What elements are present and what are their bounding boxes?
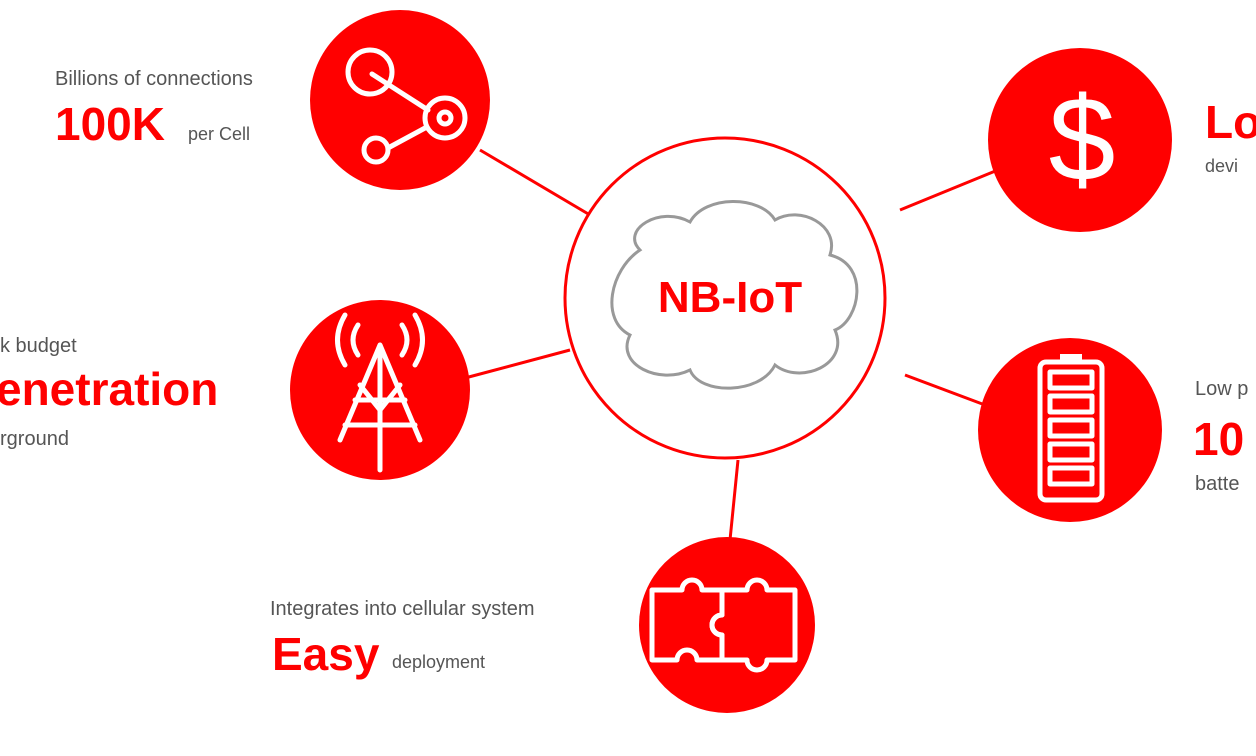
connector-lines	[464, 148, 1011, 541]
network-nodes-icon	[345, 47, 468, 165]
power-caption: Low p	[1195, 378, 1248, 400]
connections-highlight: 100K	[55, 98, 165, 150]
feature-power: Low p 10 batte	[978, 338, 1248, 522]
cost-highlight: Lo	[1205, 96, 1256, 148]
connections-suffix: per Cell	[188, 124, 250, 144]
coverage-highlight: enetration	[0, 363, 218, 415]
deployment-caption: Integrates into cellular system	[270, 598, 535, 620]
dollar-icon: $	[1049, 72, 1116, 206]
feature-connections: Billions of connections 100K per Cell	[55, 10, 490, 190]
cost-caption: devi	[1205, 156, 1238, 176]
power-highlight: 10	[1193, 413, 1244, 465]
feature-cost: $ Lo devi	[988, 48, 1256, 232]
feature-coverage: k budget enetration rground	[0, 300, 470, 480]
antenna-tower-icon	[335, 312, 425, 473]
deployment-highlight: Easy	[272, 628, 380, 680]
battery-icon	[1037, 354, 1105, 503]
coverage-caption-bottom: rground	[0, 428, 69, 450]
puzzle-icon	[649, 577, 798, 673]
power-caption-bottom: batte	[1195, 473, 1239, 495]
feature-deployment: Integrates into cellular system Easy dep…	[270, 537, 815, 713]
cloud-icon	[610, 200, 859, 390]
connections-caption: Billions of connections	[55, 68, 253, 90]
deployment-suffix: deployment	[392, 652, 485, 672]
center-label: NB-IoT	[658, 273, 802, 322]
coverage-caption: k budget	[0, 335, 77, 357]
